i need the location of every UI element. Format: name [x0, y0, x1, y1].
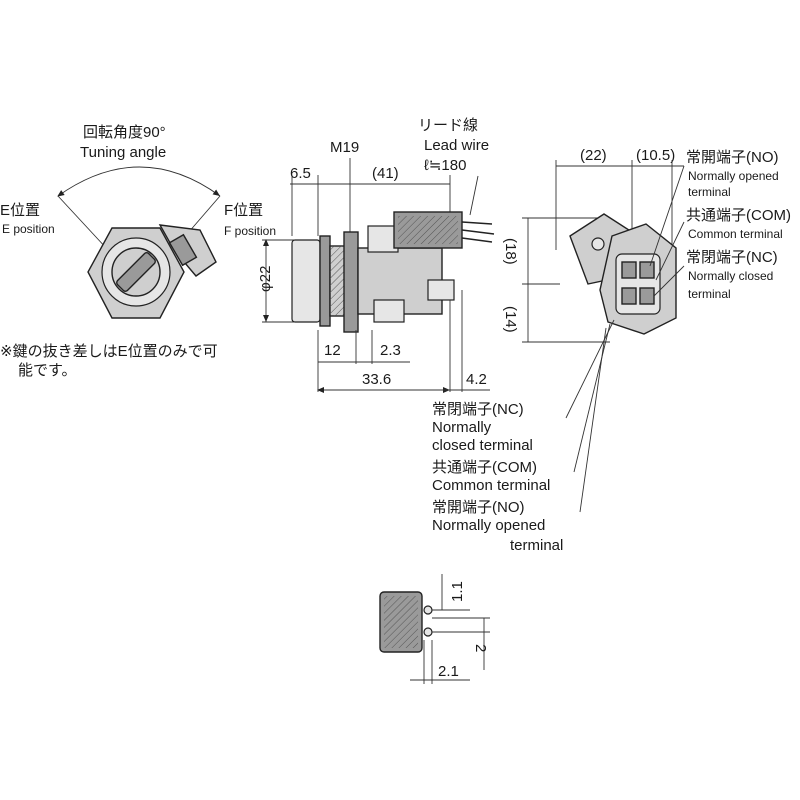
side-view: M19 リード線 Lead wire ℓ≒180 6.5 (41) φ22	[257, 117, 495, 393]
side-terminal	[373, 299, 405, 323]
lower-com-leader	[573, 323, 611, 473]
lower-no-en1: Normally opened	[432, 517, 545, 534]
note-line2: 能です。	[18, 362, 77, 379]
detail-pin-bottom	[423, 627, 433, 637]
note-line1: ※鍵の抜き差しはE位置のみで可	[0, 343, 218, 360]
dim-33-6: 33.6	[362, 371, 391, 388]
terminal-detail: 1.1 2 2.1	[379, 574, 490, 684]
dim-4-2: 4.2	[466, 371, 487, 388]
front-terminal-block	[168, 233, 198, 267]
lower-labels: 常閉端子(NC) Normally closed terminal 共通端子(C…	[432, 401, 563, 554]
front-view: 回転角度90° Tuning angle E位置 E position F位置 …	[0, 124, 276, 379]
rear-com-leader	[655, 221, 685, 281]
dim-41: (41)	[372, 165, 399, 182]
side-key-head	[291, 239, 321, 323]
side-microswitch-hatch	[398, 216, 458, 244]
rear-no-leader	[649, 165, 685, 267]
lead-wire-en: Lead wire	[424, 137, 489, 154]
rotation-label-jp: 回転角度90°	[83, 124, 166, 141]
rear-terminal-nc2	[639, 287, 655, 305]
rear-no-jp: 常開端子(NO)	[686, 149, 779, 166]
lead-wire-leader	[469, 175, 479, 216]
dim-2: 2	[472, 644, 489, 652]
rotation-label-en: Tuning angle	[80, 144, 166, 161]
dim-10-5: (10.5)	[636, 147, 675, 164]
rear-terminal-no	[621, 261, 637, 279]
lower-nc-jp: 常閉端子(NC)	[432, 401, 524, 418]
rear-no-en2: terminal	[688, 185, 731, 199]
rear-com-en: Common terminal	[688, 227, 783, 241]
rear-view: (22) (10.5) (18) (14) 常開端子(NO) Normally …	[502, 147, 791, 513]
rear-nc-jp: 常閉端子(NC)	[686, 249, 778, 266]
rotation-arc	[57, 166, 221, 197]
dim-2-1: 2.1	[438, 663, 459, 680]
side-switch-top	[367, 225, 399, 253]
lower-nc-en2: closed terminal	[432, 437, 533, 454]
thread-label: M19	[330, 139, 359, 156]
rear-terminal-nc	[621, 287, 637, 305]
lower-nc-leader	[565, 319, 615, 419]
lower-com-jp: 共通端子(COM)	[432, 459, 537, 476]
rear-screw	[591, 237, 605, 251]
side-lead-wires	[461, 221, 495, 243]
rear-nc-leader	[653, 265, 685, 297]
dim-22-paren: (22)	[580, 147, 607, 164]
dim-12: 12	[324, 342, 341, 359]
dim-phi22: φ22	[257, 266, 274, 292]
lower-no-jp: 常開端子(NO)	[432, 499, 525, 516]
rear-com-jp: 共通端子(COM)	[686, 207, 791, 224]
dim-6-5: 6.5	[290, 165, 311, 182]
e-position-en: E position	[2, 222, 55, 236]
detail-body-hatch	[384, 596, 418, 648]
lower-nc-en1: Normally	[432, 419, 492, 436]
front-key-slot	[116, 252, 156, 292]
e-leader	[57, 195, 109, 251]
side-flange	[319, 235, 331, 327]
lower-com-en: Common terminal	[432, 477, 550, 494]
rear-nc-en1: Normally closed	[688, 269, 773, 283]
side-nut	[343, 231, 359, 333]
side-terminal-right	[427, 279, 455, 301]
lower-no-leader	[579, 327, 607, 513]
dim-18: (18)	[502, 238, 519, 265]
rear-terminal-com	[639, 261, 655, 279]
e-position-jp: E位置	[0, 202, 40, 219]
lead-length: ℓ≒180	[424, 157, 466, 174]
f-position-jp: F位置	[224, 202, 263, 219]
dim-1-1: 1.1	[449, 581, 466, 602]
f-position-en: F position	[224, 224, 276, 238]
lead-wire-jp: リード線	[418, 117, 478, 134]
rear-no-en1: Normally opened	[688, 169, 779, 183]
dim-2-3: 2.3	[380, 342, 401, 359]
dim-14: (14)	[502, 306, 519, 333]
rear-nc-en2: terminal	[688, 287, 731, 301]
detail-pin-top	[423, 605, 433, 615]
lower-no-en2: terminal	[510, 537, 563, 554]
